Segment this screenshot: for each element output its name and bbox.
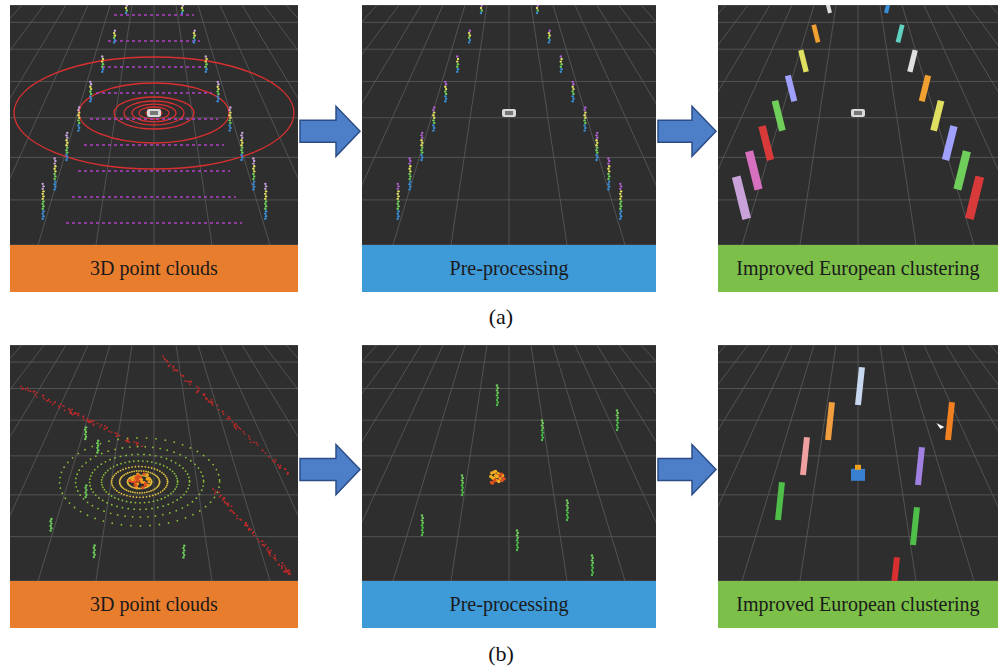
stage-label: Improved European clustering xyxy=(736,593,979,616)
stage-label-bar: 3D point clouds xyxy=(10,245,298,292)
flow-arrow xyxy=(658,106,716,156)
flow-arrow xyxy=(658,445,716,495)
point-cloud-view xyxy=(362,5,656,245)
point-cloud-view xyxy=(718,345,998,581)
flow-arrow xyxy=(300,106,360,156)
point-cloud-view xyxy=(362,345,656,581)
flow-arrow xyxy=(300,445,360,495)
pipeline-panel: Pre-processing xyxy=(362,5,656,292)
stage-label: Pre-processing xyxy=(450,593,569,616)
stage-label: Pre-processing xyxy=(450,257,569,280)
stage-label: Improved European clustering xyxy=(736,257,979,280)
subfigure-label: (b) xyxy=(488,641,514,667)
stage-label: 3D point clouds xyxy=(90,257,218,280)
pipeline-panel: 3D point clouds xyxy=(10,5,298,292)
stage-label: 3D point clouds xyxy=(90,593,218,616)
stage-label-bar: Improved European clustering xyxy=(718,245,998,292)
pipeline-panel: Improved European clustering xyxy=(718,345,998,628)
pipeline-panel: Improved European clustering xyxy=(718,5,998,292)
point-cloud-view xyxy=(10,5,298,245)
point-cloud-view xyxy=(10,345,298,581)
point-cloud-view xyxy=(718,5,998,245)
stage-label-bar: Pre-processing xyxy=(362,245,656,292)
stage-label-bar: 3D point clouds xyxy=(10,581,298,628)
subfigure-label: (a) xyxy=(489,304,513,330)
pipeline-panel: Pre-processing xyxy=(362,345,656,628)
pipeline-panel: 3D point clouds xyxy=(10,345,298,628)
stage-label-bar: Improved European clustering xyxy=(718,581,998,628)
stage-label-bar: Pre-processing xyxy=(362,581,656,628)
